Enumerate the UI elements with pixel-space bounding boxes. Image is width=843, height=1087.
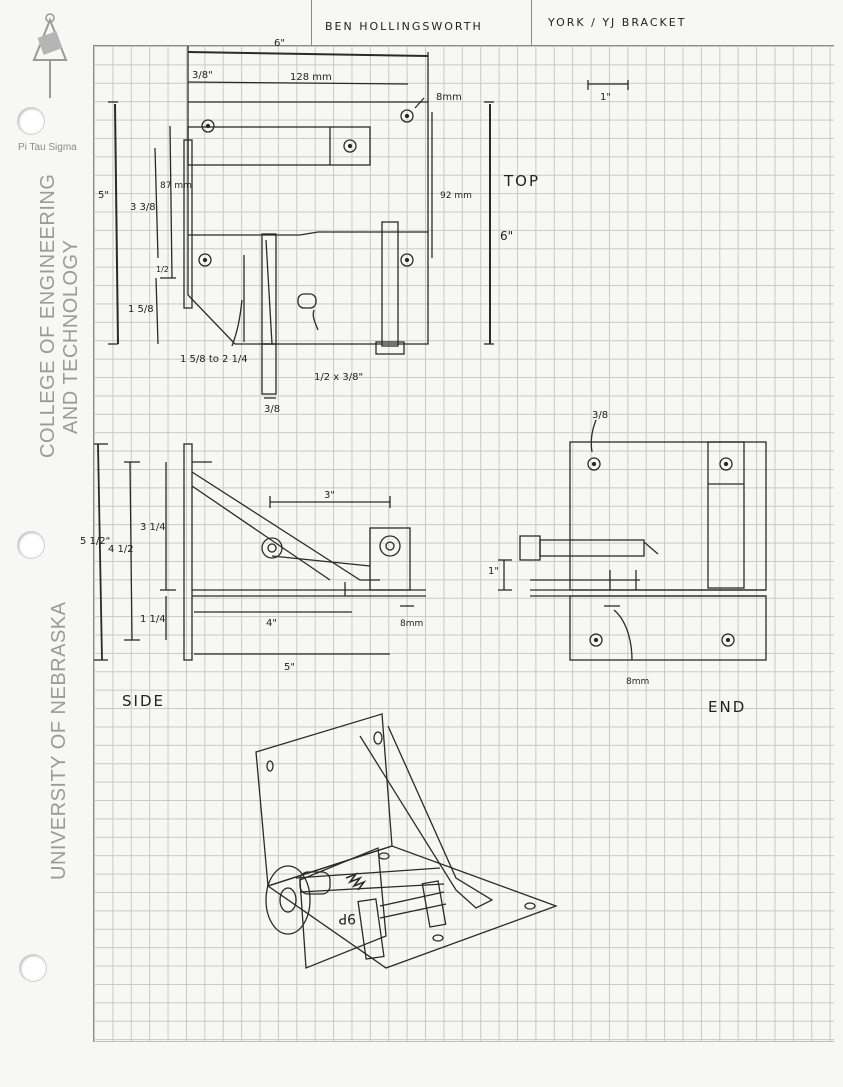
side-view xyxy=(183,443,426,661)
dim-87mm: 87 mm xyxy=(160,181,192,191)
isometric-view xyxy=(255,713,558,969)
author-name: BEN HOLLINGSWORTH xyxy=(325,20,483,33)
logo-caption: Pi Tau Sigma xyxy=(18,142,77,153)
dim-end-three-eighths: 3/8 xyxy=(592,410,608,421)
dim-6-inch: 6" xyxy=(500,229,513,243)
graph-grid xyxy=(93,45,834,1042)
dim-slot: 1 5/8 to 2 1/4 xyxy=(180,354,248,365)
punch-hole xyxy=(18,108,44,134)
dim-half: 1/2 xyxy=(156,265,169,274)
view-label-top: TOP xyxy=(503,172,540,190)
iso-label: 9P xyxy=(339,910,356,926)
dim-end-1-inch: 1" xyxy=(488,566,499,577)
dim-8mm-side: 8mm xyxy=(400,619,423,629)
view-label-side: SIDE xyxy=(122,692,165,710)
dim-3-3-8: 3 3/8 xyxy=(130,202,156,213)
title-divider xyxy=(531,0,532,45)
dim-5-inch-side: 5" xyxy=(284,662,295,673)
dim-5-half: 5 1/2" xyxy=(80,536,110,547)
dim-3-inch: 3" xyxy=(324,490,335,501)
dim-5-inch: 5" xyxy=(98,190,109,201)
dim-128mm: 128 mm xyxy=(290,72,332,83)
dim-8mm-top: 8mm xyxy=(436,92,462,103)
punch-hole xyxy=(20,955,46,981)
end-view xyxy=(519,441,767,661)
dim-hole: 1/2 x 3/8" xyxy=(314,372,363,383)
scale-1-inch: 1" xyxy=(600,92,611,103)
dim-4-inch: 4" xyxy=(266,618,277,629)
title-divider xyxy=(311,0,312,45)
part-name: YORK / YJ BRACKET xyxy=(548,16,687,29)
logo-icon xyxy=(30,12,70,102)
view-label-end: END xyxy=(708,698,746,716)
dim-end-8mm: 8mm xyxy=(626,677,649,687)
top-view xyxy=(183,101,429,395)
dim-top-width: 6" xyxy=(274,38,285,49)
dim-1-5-8: 1 5/8 xyxy=(128,304,154,315)
punch-hole xyxy=(18,532,44,558)
dim-bolt: 3/8 xyxy=(264,404,280,415)
dim-1-quarter: 1 1/4 xyxy=(140,614,166,625)
dim-three-eighths: 3/8" xyxy=(192,70,213,81)
dim-92mm: 92 mm xyxy=(440,191,472,201)
dim-4-half: 4 1/2 xyxy=(108,544,134,555)
dim-3-quarter: 3 1/4 xyxy=(140,522,166,533)
